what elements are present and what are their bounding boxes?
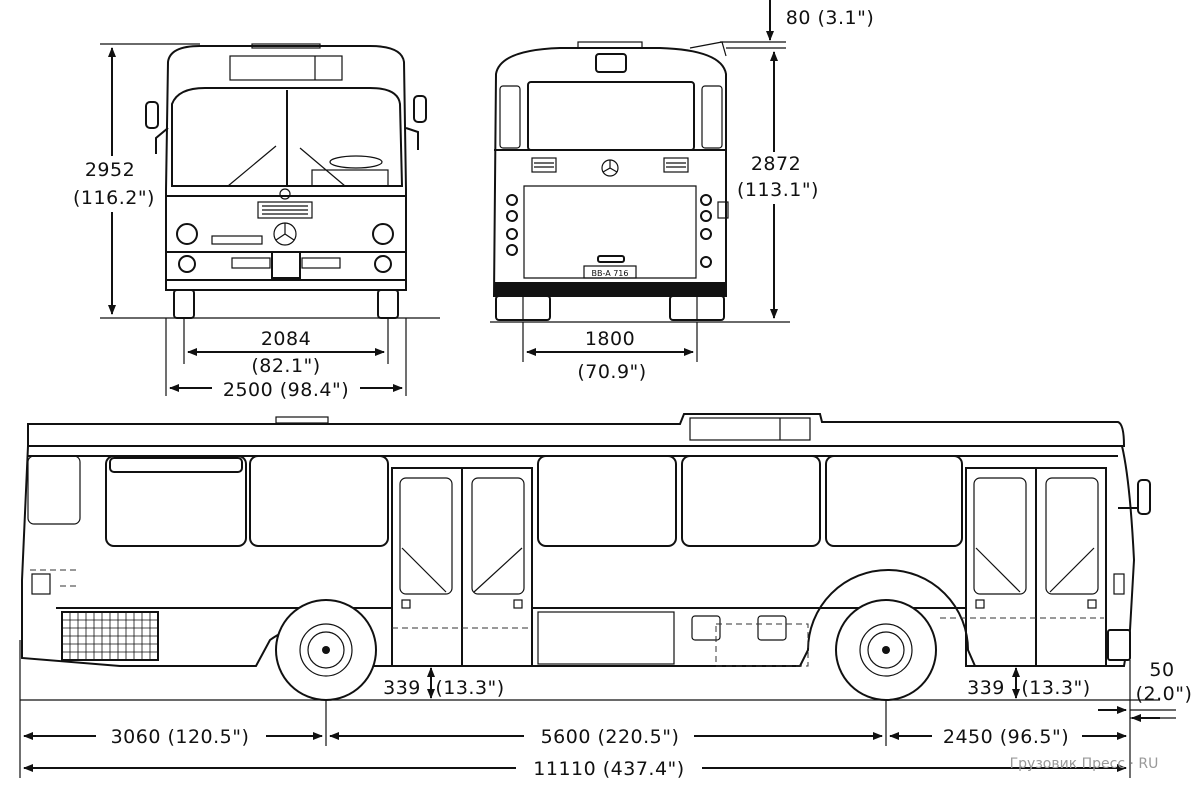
rear-left-vent bbox=[531, 157, 557, 173]
front-destination-sign bbox=[229, 55, 343, 81]
front-grille bbox=[257, 201, 313, 219]
rear-roof-dimension: 80 (3.1") bbox=[786, 7, 875, 29]
rear-engine-door bbox=[523, 185, 697, 279]
side-front-door bbox=[965, 467, 1107, 667]
rear-body-outline bbox=[492, 47, 727, 297]
side-window-5 bbox=[825, 455, 963, 547]
side-rear-wheel bbox=[275, 599, 377, 701]
front-step-in: (13.3") bbox=[1021, 677, 1090, 699]
side-service-hatch bbox=[537, 611, 675, 665]
side-destination-sign bbox=[689, 417, 811, 441]
rear-track-mm: 1800 bbox=[585, 328, 635, 350]
front-height-in: (116.2") bbox=[73, 187, 155, 209]
front-right-wheel bbox=[377, 289, 399, 319]
rear-overhang-label: 3060 (120.5") bbox=[111, 726, 250, 748]
side-front-wheel bbox=[835, 599, 937, 701]
rear-light-box bbox=[595, 53, 627, 73]
front-left-wheel bbox=[173, 289, 195, 319]
rear-right-vent bbox=[663, 157, 689, 173]
side-window-2 bbox=[249, 455, 389, 547]
middle-step-in: (13.3") bbox=[435, 677, 504, 699]
side-window-1 bbox=[105, 455, 247, 547]
rear-height-in: (113.1") bbox=[737, 179, 819, 201]
side-window-4 bbox=[681, 455, 821, 547]
front-left-headlight bbox=[176, 223, 198, 245]
front-view: 2952 (116.2") 2084 (82.1") 2500 (98.4") bbox=[73, 43, 440, 401]
front-left-mirror bbox=[155, 127, 169, 154]
watermark: Грузовик Пресс · RU bbox=[1010, 756, 1159, 772]
side-rear-window bbox=[27, 455, 81, 525]
rear-height-mm: 2872 bbox=[751, 153, 801, 175]
total-length-label: 11110 (437.4") bbox=[533, 758, 684, 780]
middle-step-mm: 339 bbox=[383, 677, 421, 699]
side-body-outline bbox=[21, 445, 1136, 667]
side-middle-door bbox=[391, 467, 533, 667]
front-windshield bbox=[171, 87, 404, 187]
front-right-headlight bbox=[372, 223, 394, 245]
rear-view: BB-A 716 80 (3.1") 2872 (113.1") 1800 (7 bbox=[490, 0, 874, 383]
front-track-in: (82.1") bbox=[251, 355, 320, 377]
front-step-mm: 339 bbox=[967, 677, 1005, 699]
rear-license-plate: BB-A 716 bbox=[592, 269, 629, 278]
front-height-mm: 2952 bbox=[85, 159, 135, 181]
side-roof bbox=[27, 413, 1126, 447]
front-width-label: 2500 (98.4") bbox=[223, 379, 349, 401]
side-view: 339 (13.3") 339 (13.3") 50 (2.0") 3060 (… bbox=[19, 413, 1193, 780]
clearance-mm: 50 bbox=[1149, 659, 1174, 681]
side-engine-grille-mesh bbox=[62, 612, 158, 660]
rear-track-in: (70.9") bbox=[577, 361, 646, 383]
wheelbase-label: 5600 (220.5") bbox=[541, 726, 680, 748]
side-front-bumper bbox=[1107, 629, 1131, 661]
front-right-mirror bbox=[405, 127, 419, 150]
clearance-in: (2.0") bbox=[1136, 683, 1193, 705]
front-overhang-label: 2450 (96.5") bbox=[943, 726, 1069, 748]
side-window-3 bbox=[537, 455, 677, 547]
front-track-mm: 2084 bbox=[261, 328, 311, 350]
